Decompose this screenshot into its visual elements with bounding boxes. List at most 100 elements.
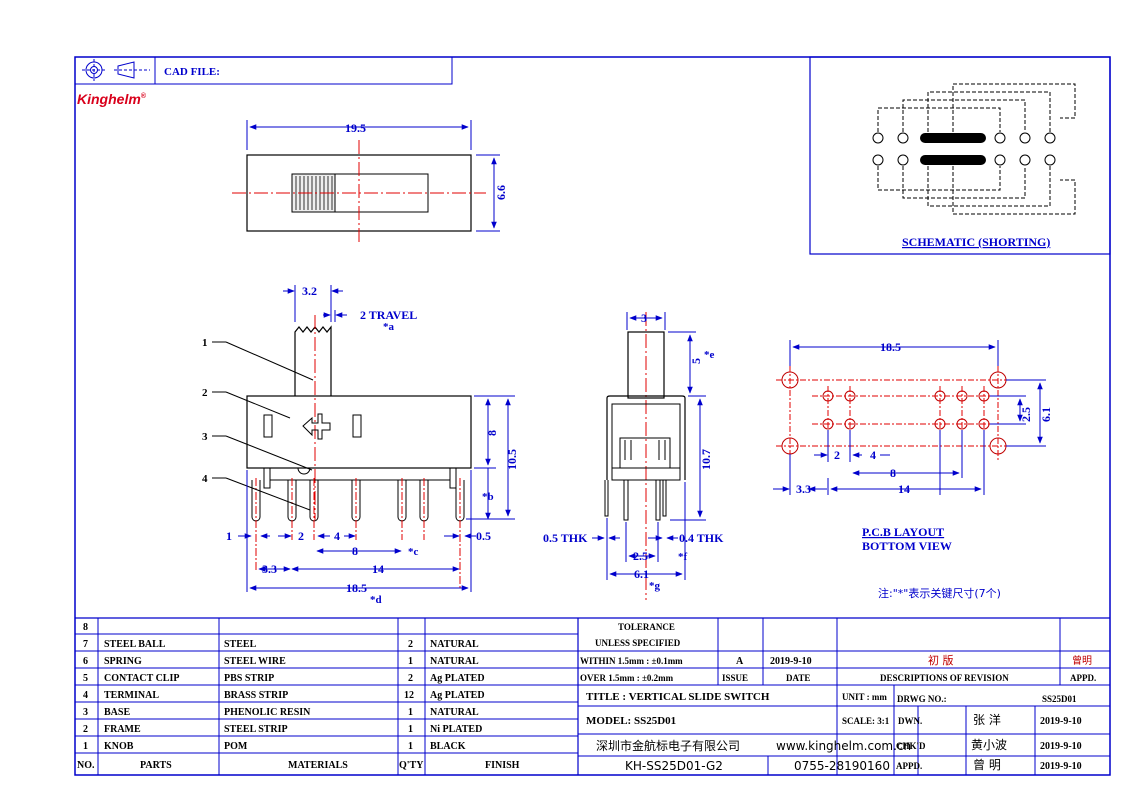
rev-issue: A <box>736 656 744 667</box>
dim-top-width: 19.5 <box>345 121 366 135</box>
rev-date-header: DATE <box>786 673 810 683</box>
svg-text:BLACK: BLACK <box>430 741 466 752</box>
title-block: TOLERANCE UNLESS SPECIFIED WITHIN 1.5mm … <box>578 618 1110 775</box>
brand-logo: Kinghelm® <box>77 91 147 107</box>
drawing-code: KH-SS25D01-G2 <box>625 759 723 773</box>
dim-e-note: *e <box>704 349 715 361</box>
dim-travel: 2 TRAVEL <box>360 308 417 322</box>
dim-thk-04: 0.4 THK <box>679 531 724 545</box>
side-view: 3 5 *e 10.7 0.5 THK 0.4 THK 2.5 *f 6.1 *… <box>543 311 724 600</box>
top-view: 19.5 6.6 <box>232 120 508 242</box>
model-number: MODEL: SS25D01 <box>586 715 676 727</box>
svg-text:Ni PLATED: Ni PLATED <box>430 724 482 735</box>
dim-knob-width: 3.2 <box>302 284 317 298</box>
svg-text:MATERIALS: MATERIALS <box>288 760 348 771</box>
svg-text:1: 1 <box>408 741 413 752</box>
projection-symbol-icon <box>82 59 150 81</box>
rev-desc-header: DESCRIPTIONS OF REVISION <box>880 673 1009 683</box>
svg-text:PBS STRIP: PBS STRIP <box>224 673 274 684</box>
bom-row-8: 8 <box>83 622 88 633</box>
svg-text:Ag PLATED: Ag PLATED <box>430 673 485 684</box>
svg-text:1: 1 <box>408 656 413 667</box>
tolerance-subtitle: UNLESS SPECIFIED <box>595 638 681 648</box>
svg-text:KNOB: KNOB <box>104 741 134 752</box>
pcb-dim-25: 2.5 <box>1019 407 1033 422</box>
appd-label: APPD. <box>896 761 922 771</box>
dim-total-width: 18.5 <box>346 581 367 595</box>
sheet-border <box>74 56 1111 776</box>
dim-side-width: 6.1 <box>634 567 649 581</box>
svg-text:FRAME: FRAME <box>104 724 141 735</box>
dim-pin-span-8: 8 <box>352 544 358 558</box>
rev-appd: 曾明 <box>1072 654 1092 667</box>
rev-appd-header: APPD. <box>1070 673 1096 683</box>
dim-body-height: 8 <box>485 430 499 436</box>
company-website: www.kinghelm.com.cn <box>776 739 911 753</box>
dim-pin-width: 1 <box>226 529 232 543</box>
dim-pin-pitch-2: 2 <box>298 529 304 543</box>
dim-side-height: 10.7 <box>699 449 713 470</box>
pcb-title: P.C.B LAYOUT <box>862 525 944 539</box>
dim-d-note: *d <box>370 594 382 606</box>
svg-text:2: 2 <box>408 639 413 650</box>
dim-f-note: *f <box>678 551 688 563</box>
callout-4: 4 <box>202 473 208 485</box>
pcb-dim-61: 6.1 <box>1039 407 1053 422</box>
svg-text:TERMINAL: TERMINAL <box>104 690 159 701</box>
svg-text:NATURAL: NATURAL <box>430 639 479 650</box>
pcb-dim-14: 14 <box>898 482 910 496</box>
dwn-date: 2019-9-10 <box>1040 716 1082 727</box>
svg-text:BRASS STRIP: BRASS STRIP <box>224 690 288 701</box>
company-phone: 0755-28190160 <box>794 759 890 773</box>
svg-text:6: 6 <box>83 656 88 667</box>
svg-text:CONTACT CLIP: CONTACT CLIP <box>104 673 179 684</box>
schematic: SCHEMATIC (SHORTING) <box>809 56 1111 255</box>
svg-text:1: 1 <box>83 741 88 752</box>
dim-travel-note: *a <box>383 321 395 333</box>
pcb-subtitle: BOTTOM VIEW <box>862 539 952 553</box>
svg-text:Ag PLATED: Ag PLATED <box>430 690 485 701</box>
callout-1: 1 <box>202 337 208 349</box>
pcb-dim-2: 2 <box>834 448 840 462</box>
svg-text:PARTS: PARTS <box>140 760 172 771</box>
pcb-layout: 18.5 2.5 6.1 2 4 8 <box>773 340 1053 600</box>
drwg-no-value: SS25D01 <box>1042 694 1077 704</box>
unit-label: UNIT : mm <box>842 692 887 702</box>
company-name: 深圳市金航标电子有限公司 <box>596 738 740 753</box>
dim-total-height: 10.5 <box>505 449 519 470</box>
dwn-name: 张 洋 <box>973 712 1001 727</box>
appd-date: 2019-9-10 <box>1040 761 1082 772</box>
svg-text:4: 4 <box>83 690 88 701</box>
svg-text:SPRING: SPRING <box>104 656 142 667</box>
tolerance-over: OVER 1.5mm : ±0.2mm <box>580 673 674 683</box>
schematic-title: SCHEMATIC (SHORTING) <box>902 235 1050 249</box>
tolerance-title: TOLERANCE <box>618 622 675 632</box>
svg-text:STEEL: STEEL <box>224 639 257 650</box>
cad-file-label: CAD FILE: <box>164 66 220 78</box>
callout-3: 3 <box>202 431 208 443</box>
svg-text:NATURAL: NATURAL <box>430 656 479 667</box>
callout-2: 2 <box>202 387 208 399</box>
dim-b-note: *b <box>482 491 494 503</box>
svg-text:2: 2 <box>83 724 88 735</box>
svg-text:Q'TY: Q'TY <box>399 760 424 771</box>
drawing-title: TITLE : VERTICAL SLIDE SWITCH <box>586 691 770 703</box>
scale-label: SCALE: 3:1 <box>842 716 890 726</box>
pcb-dim-8: 8 <box>890 466 896 480</box>
dim-side-pitch: 2.5 <box>633 549 648 563</box>
rev-issue-header: ISSUE <box>722 673 748 683</box>
dim-c-note: *c <box>408 546 419 558</box>
dwn-label: DWN. <box>898 716 922 726</box>
dim-top-height: 6.6 <box>494 185 508 200</box>
chkd-label: CHK'D <box>896 741 926 751</box>
svg-text:STEEL STRIP: STEEL STRIP <box>224 724 288 735</box>
svg-text:12: 12 <box>404 690 414 701</box>
bom-row-4: 4 TERMINAL BRASS STRIP 12 Ag PLATED <box>83 690 485 701</box>
pcb-dim-185: 18.5 <box>880 340 901 354</box>
